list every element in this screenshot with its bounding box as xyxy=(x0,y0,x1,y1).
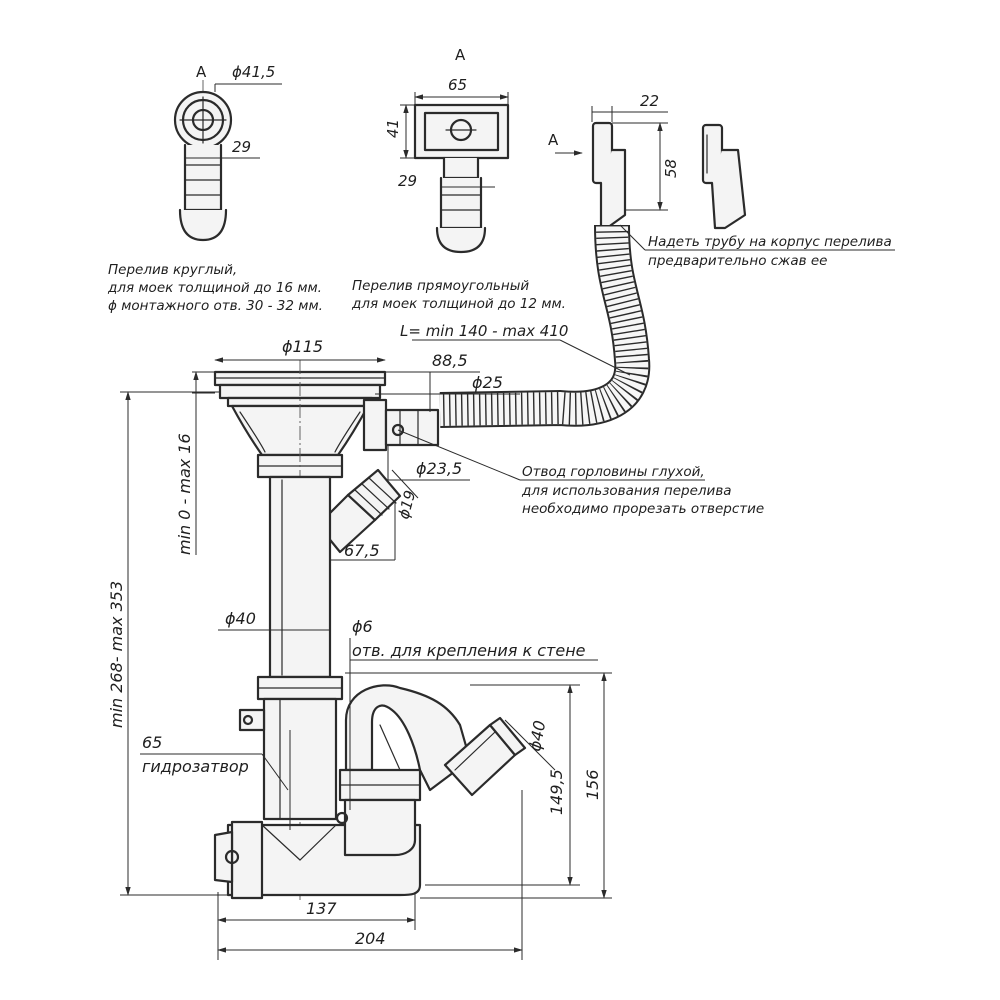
dim-d40-pipe: ϕ40 xyxy=(225,609,256,628)
wall-hole-label: отв. для крепления к стене xyxy=(352,641,586,660)
round-view-label: A xyxy=(196,63,207,81)
round-diameter-dim: ϕ41,5 xyxy=(232,63,275,81)
rect-height-dim: 41 xyxy=(384,119,402,138)
dim-thickness-range: min 0 - max 16 xyxy=(175,433,194,555)
dim-h156: 156 xyxy=(583,769,602,800)
vertical-drain-pipe: ϕ40 xyxy=(218,475,344,821)
round-caption-3: ϕ монтажного отв. 30 - 32 мм. xyxy=(108,298,323,314)
seal-height-dim: 65 xyxy=(142,733,162,752)
rect-neck-dim: 29 xyxy=(398,172,417,190)
dim-h1495: 149,5 xyxy=(547,769,566,815)
round-caption-2: для моек толщиной до 16 мм. xyxy=(107,280,322,296)
dim-d88: 88,5 xyxy=(432,351,468,370)
wall-hole-note: ϕ6 отв. для крепления к стене xyxy=(349,617,598,810)
hose-fit-note-2: предварительно сжав ее xyxy=(648,253,827,269)
rect-caption-2: для моек толщиной до 12 мм. xyxy=(351,296,566,312)
hose-fit-note: Надеть трубу на корпус перелива предвари… xyxy=(619,224,895,269)
hose-fit-note-1: Надеть трубу на корпус перелива xyxy=(648,234,892,250)
dim-d40-outlet: ϕ40 xyxy=(525,719,549,753)
dim-d235: ϕ23,5 xyxy=(416,459,462,478)
blind-outlet-note-1: Отвод горловины глухой, xyxy=(522,464,705,480)
rect-caption-1: Перелив прямоугольный xyxy=(352,278,529,294)
water-seal-callout: 65 гидрозатвор xyxy=(140,733,289,791)
corrugated-overflow-hose xyxy=(439,224,651,428)
dim-w137: 137 xyxy=(306,899,337,918)
strainer-dimensions: ϕ115 88,5 ϕ25 ϕ23,5 L= min 140 - max 410 xyxy=(214,322,631,481)
sink-strainer xyxy=(192,360,440,900)
left-dimensions: min 268- max 353 min 0 - max 16 xyxy=(107,371,228,896)
rect-overflow-view: A 65 41 29 Перелив прямоугольный для мое… xyxy=(351,46,566,312)
round-overflow-view: A ϕ41,5 29 Перелив круглый, для моек тол… xyxy=(107,63,323,314)
side-inlet-branch: 67,5 ϕ19 xyxy=(316,468,419,561)
blind-outlet-note-3: необходимо прорезать отверстие xyxy=(522,501,764,517)
bottom-dimensions: 137 204 xyxy=(217,790,523,960)
side-height-dim: 58 xyxy=(662,159,680,178)
side-width-dim: 22 xyxy=(640,92,659,110)
dim-w204: 204 xyxy=(355,929,386,948)
dim-d25: ϕ25 xyxy=(472,373,503,392)
side-view-arrow-label: A xyxy=(548,131,559,149)
dim-d6: ϕ6 xyxy=(352,617,373,636)
rect-width-dim: 65 xyxy=(448,76,467,94)
side-overflow-view: A 22 58 xyxy=(548,92,747,230)
round-caption-1: Перелив круглый, xyxy=(108,262,237,278)
dim-d675: 67,5 xyxy=(344,541,380,560)
blind-outlet-note: Отвод горловины глухой, для использовани… xyxy=(397,429,764,517)
dim-height-range: min 268- max 353 xyxy=(107,581,126,728)
siphon-trap xyxy=(213,684,527,900)
water-seal-label: гидрозатвор xyxy=(142,757,249,776)
blind-outlet-note-2: для использования перелива xyxy=(521,483,732,499)
dim-d115: ϕ115 xyxy=(282,337,323,356)
round-width-dim: 29 xyxy=(232,138,251,156)
rect-view-label: A xyxy=(455,46,466,64)
dim-hose-length: L= min 140 - max 410 xyxy=(400,322,568,340)
